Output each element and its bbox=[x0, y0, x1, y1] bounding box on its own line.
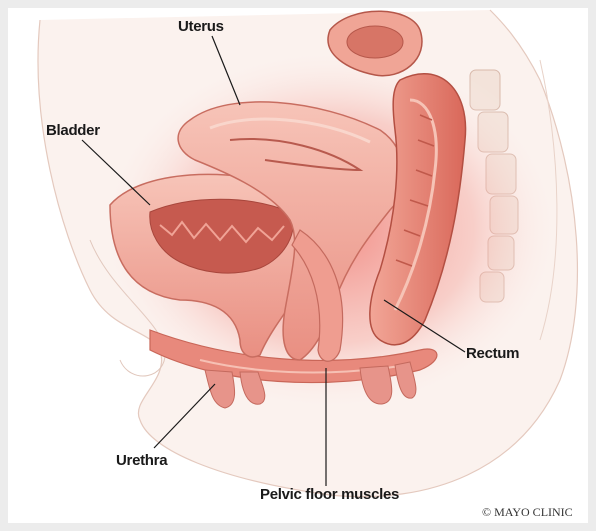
pelvic-floor-label: Pelvic floor muscles bbox=[260, 486, 399, 503]
anatomy-illustration bbox=[8, 8, 588, 523]
copyright-credit: © MAYO CLINIC bbox=[482, 505, 573, 520]
bladder-label: Bladder bbox=[46, 122, 100, 139]
uterus-label: Uterus bbox=[178, 18, 224, 35]
anus-shape bbox=[360, 362, 416, 404]
urethra-label: Urethra bbox=[116, 452, 167, 469]
rectum-label: Rectum bbox=[466, 345, 519, 362]
illustration-frame: Uterus Bladder Rectum Urethra Pelvic flo… bbox=[8, 8, 588, 523]
